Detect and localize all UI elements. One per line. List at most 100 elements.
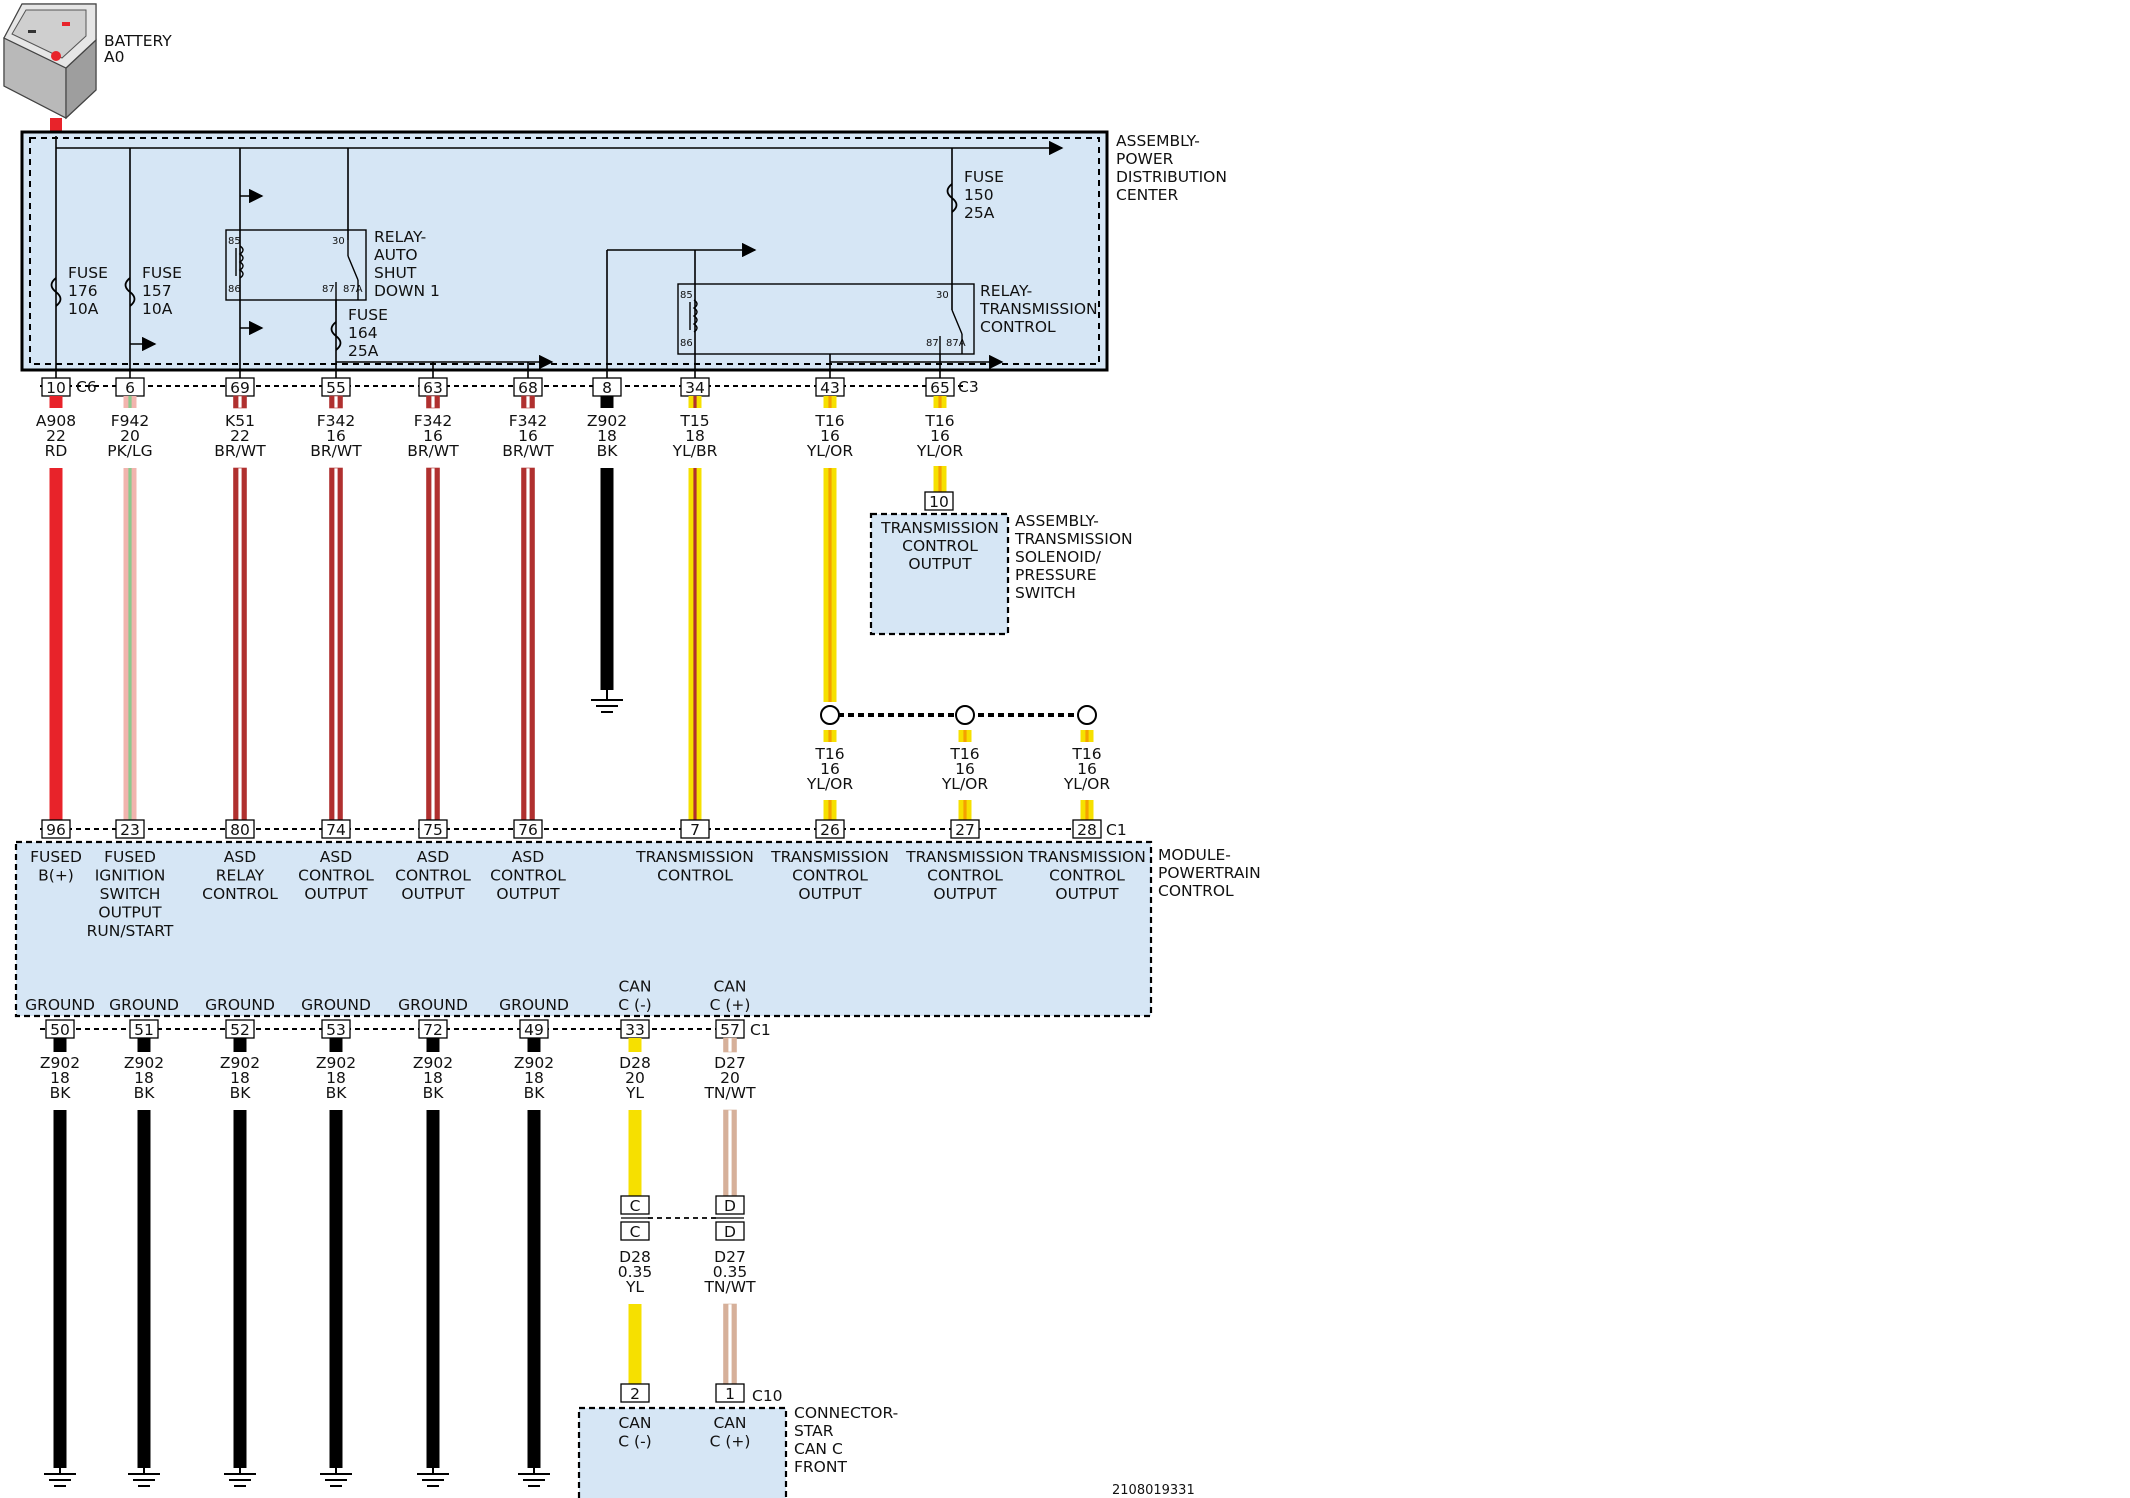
wire-gauge-5: 16 <box>518 427 538 445</box>
pcm-pin-27-label-2: OUTPUT <box>933 885 997 903</box>
relay-trans-pin-86: 86 <box>680 338 693 349</box>
pcm-pin-96-box <box>41 819 71 839</box>
star-pin-2-label-0: CAN <box>618 1414 651 1432</box>
wire-gauge-8: 16 <box>820 427 840 445</box>
pcm-pin-76-label-1: CONTROL <box>490 867 566 885</box>
solenoid-label-1: ASSEMBLY- <box>1015 512 1099 530</box>
splice-wire-0-stripe <box>828 800 832 820</box>
pcm-bottom-pin-51: 51 <box>134 1021 154 1039</box>
pcm-bottom-pin-33: 33 <box>625 1021 645 1039</box>
star-pin-1-label-0: CAN <box>713 1414 746 1432</box>
pdc-box <box>20 130 1109 372</box>
wire-stub-top-6 <box>600 396 614 408</box>
lower-stub-0 <box>53 1038 67 1052</box>
lower-circuit-6: D28 <box>619 1054 651 1072</box>
pcm-pin-26-box <box>815 819 845 839</box>
pcm-connector-c1-top: C1 <box>1106 821 1127 839</box>
pcm-pin-80-box <box>225 819 255 839</box>
solenoid-pin-box <box>924 491 954 511</box>
lower-stub-7-stripe <box>728 1038 732 1052</box>
ground-symbol-1-icon <box>128 1473 160 1487</box>
wire-stub-top-2-stripe <box>238 396 242 408</box>
wire-stub-top-0 <box>49 396 63 408</box>
lower-stub-5 <box>527 1038 541 1052</box>
solenoid-label-3: SOLENOID/ <box>1015 548 1102 566</box>
pcm-pin-74-box <box>321 819 351 839</box>
pcm-bottom-52-label-0: GROUND <box>205 996 275 1014</box>
relay-asd-pin-87a: 87A <box>343 284 363 295</box>
pcm-pin-7-label-0: TRANSMISSION <box>635 848 754 866</box>
star-pin-1-label-1: C (+) <box>710 1433 751 1451</box>
star-pin-2-label-1: C (-) <box>618 1433 651 1451</box>
wire-stub-top-4-edge <box>426 395 440 409</box>
can-wire-upper-0 <box>628 1110 642 1196</box>
inline-pin-C-top-box <box>620 1195 650 1215</box>
pcm-bottom-pin-57: 57 <box>720 1021 740 1039</box>
pcm-pin-28-box <box>1072 819 1102 839</box>
lower-gauge-2: 18 <box>230 1069 250 1087</box>
star-label-4: FRONT <box>794 1458 847 1476</box>
relay-asd-label-3: SHUT <box>374 264 417 282</box>
lower-color-5: BK <box>524 1084 546 1102</box>
splice-gauge-1: 16 <box>955 760 975 778</box>
pdc-output-wires: A90822RDF94220PK/LGK5122BR/WTF34216BR/WT… <box>36 395 963 821</box>
splice-stub-2-stripe <box>1085 730 1089 742</box>
wire-circuit-2: K51 <box>225 412 255 430</box>
wire-circuit-3: F342 <box>317 412 356 430</box>
wire-gauge-9: 16 <box>930 427 950 445</box>
fuse-176-label-3: 10A <box>68 300 99 318</box>
pcm-connector-c1-bottom: C1 <box>750 1021 771 1039</box>
pcm-bottom-pin-49: 49 <box>524 1021 544 1039</box>
wire-stub-top-2-edge <box>233 395 247 409</box>
wire-color-1: PK/LG <box>107 442 152 460</box>
wire-color-4: BR/WT <box>407 442 459 460</box>
pdc-pin-2: 69 <box>230 379 250 397</box>
pcm-pin-26-label-0: TRANSMISSION <box>770 848 889 866</box>
pcm-bottom-53-label-0: GROUND <box>301 996 371 1014</box>
relay-asd-pin-86: 86 <box>228 284 241 295</box>
wire-stub-top-9-stripe <box>938 396 942 408</box>
wire-gauge-2: 22 <box>230 427 250 445</box>
relay-trans-pin-87a: 87A <box>946 338 966 349</box>
pcm-pin-74-label-2: OUTPUT <box>304 885 368 903</box>
lower-stub-2 <box>233 1038 247 1052</box>
pcm-bottom-pins: GROUND50GROUND51GROUND52GROUND53GROUND72… <box>25 978 750 1040</box>
can-color-1: TN/WT <box>703 1278 756 1296</box>
lower-stub-3 <box>329 1038 343 1052</box>
ground-symbol-2-icon <box>224 1473 256 1487</box>
relay-trans-label-1: RELAY- <box>980 282 1032 300</box>
inline-pin-D-bottom-box <box>715 1221 745 1241</box>
power-distribution-center: ASSEMBLY- POWER DISTRIBUTION CENTER FUSE… <box>20 130 1227 378</box>
wire-circuit-7: T15 <box>679 412 709 430</box>
wire-circuit-0: A908 <box>36 412 76 430</box>
pdc-pin-5: 68 <box>518 379 538 397</box>
lower-stub-6 <box>628 1038 642 1052</box>
battery-icon <box>3 3 97 120</box>
wire-circuit-8: T16 <box>814 412 844 430</box>
fuse-176-icon <box>50 277 62 307</box>
ground-wire-3 <box>329 1110 343 1468</box>
pdc-pin-9: 65 <box>930 379 950 397</box>
wire-upper-3-stripe <box>334 468 338 820</box>
ground-wire-0 <box>53 1110 67 1468</box>
pcm-pin-7: 7 <box>690 821 700 839</box>
fuse-157-label-3: 10A <box>142 300 173 318</box>
solenoid-label-4: PRESSURE <box>1015 566 1097 584</box>
ground-symbol-icon <box>591 690 623 713</box>
inline-pin-C-bottom-box <box>620 1221 650 1241</box>
pcm-pin-80-label-0: ASD <box>224 848 256 866</box>
fuse-157-label-2: 157 <box>142 282 172 300</box>
relay-asd-coil-icon <box>238 245 244 279</box>
pcm-pin-74-label-0: ASD <box>320 848 352 866</box>
relay-trans-pin-87: 87 <box>926 338 939 349</box>
can-circuit-0: D28 <box>619 1248 651 1266</box>
pcm-pin-23-label-4: RUN/START <box>87 922 174 940</box>
wire-upper-0 <box>49 468 63 820</box>
pcm-pin-75-box <box>418 819 448 839</box>
pcm-pin-23-box <box>115 819 145 839</box>
wire-stub-top-5-edge <box>521 395 535 409</box>
can-wire-upper-1-stripe <box>728 1110 732 1196</box>
wire-stub-top-1-stripe <box>128 396 132 408</box>
lower-color-1: BK <box>134 1084 156 1102</box>
